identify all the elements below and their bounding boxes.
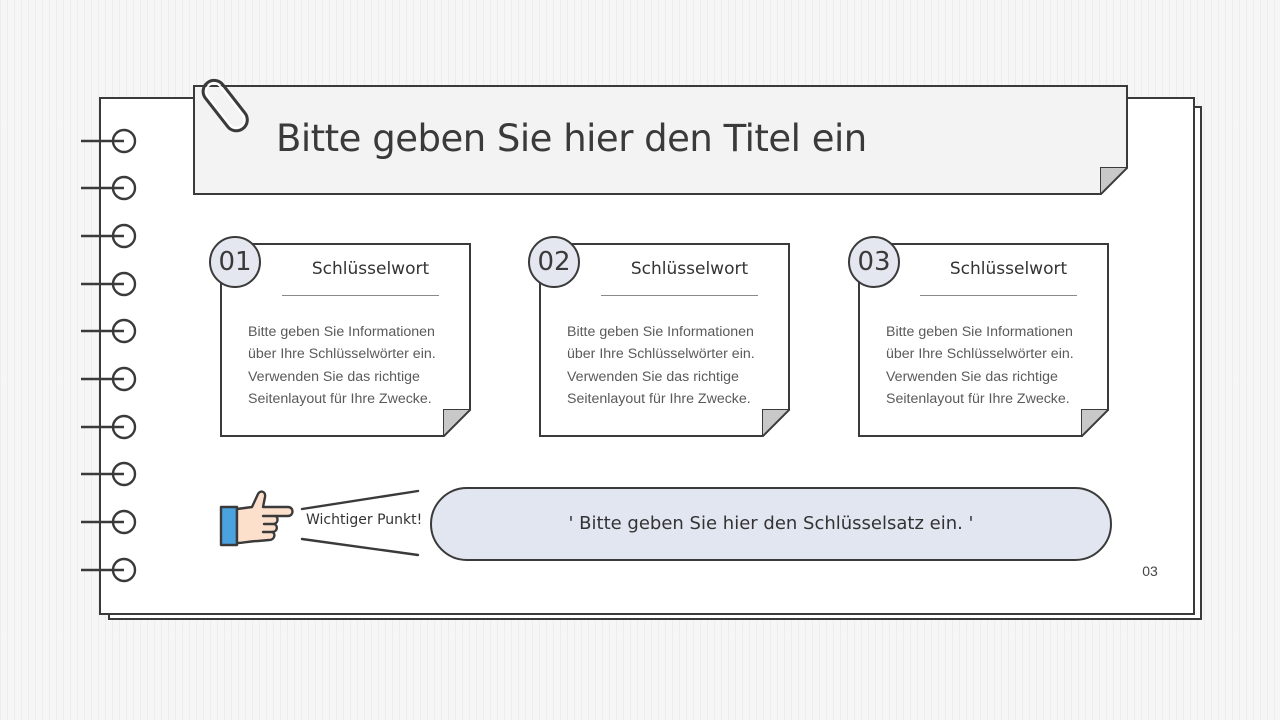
keyword-card-1: Schlüsselwort Bitte geben Sie Informatio… <box>220 243 471 437</box>
binder-ring <box>81 223 137 249</box>
binder-ring <box>81 318 137 344</box>
card-description[interactable]: Bitte geben Sie Informationen über Ihre … <box>248 321 466 411</box>
card-text-line: Verwenden Sie das richtige <box>886 368 1058 385</box>
key-sentence-box[interactable]: ' Bitte geben Sie hier den Schlüsselsatz… <box>430 487 1112 561</box>
emphasis-lines <box>300 489 420 557</box>
card-number-badge: 02 <box>528 236 580 288</box>
card-divider <box>601 295 758 296</box>
binder-ring <box>81 461 137 487</box>
page-number: 03 <box>1142 563 1158 579</box>
card-number-badge: 03 <box>848 236 900 288</box>
page-fold-icon <box>443 409 471 437</box>
binder-ring <box>81 128 137 154</box>
card-text-line: Seitenlayout für Ihre Zwecke. <box>248 391 432 408</box>
key-point-label[interactable]: Wichtiger Punkt! <box>306 512 423 528</box>
card-text-line: Verwenden Sie das richtige <box>567 368 739 385</box>
card-divider <box>282 295 439 296</box>
keyword-card-3: Schlüsselwort Bitte geben Sie Informatio… <box>858 243 1109 437</box>
binder-ring <box>81 557 137 583</box>
binder-ring <box>81 509 137 535</box>
title-banner <box>193 85 1128 195</box>
card-keyword[interactable]: Schlüsselwort <box>311 259 430 279</box>
binder-ring <box>81 271 137 297</box>
card-number-badge: 01 <box>209 236 261 288</box>
card-text-line: über Ihre Schlüsselwörter ein. <box>567 346 755 363</box>
binder-ring-icon <box>81 128 137 583</box>
card-description[interactable]: Bitte geben Sie Informationen über Ihre … <box>886 321 1104 411</box>
card-text-line: Bitte geben Sie Informationen <box>248 324 435 340</box>
card-text-line: Seitenlayout für Ihre Zwecke. <box>886 391 1070 408</box>
binder-ring <box>81 366 137 392</box>
card-text-line: Bitte geben Sie Informationen <box>886 324 1073 340</box>
card-text-line: Bitte geben Sie Informationen <box>567 324 754 340</box>
page-fold-icon <box>762 409 790 437</box>
card-keyword[interactable]: Schlüsselwort <box>949 259 1068 279</box>
card-text-line: Seitenlayout für Ihre Zwecke. <box>567 391 751 408</box>
page-fold-icon <box>1081 409 1109 437</box>
pointing-hand-icon <box>219 490 294 547</box>
card-divider <box>920 295 1077 296</box>
keyword-card-2: Schlüsselwort Bitte geben Sie Informatio… <box>539 243 790 437</box>
card-description[interactable]: Bitte geben Sie Informationen über Ihre … <box>567 321 785 411</box>
card-text-line: Verwenden Sie das richtige <box>248 368 420 385</box>
page-fold-icon <box>1100 167 1128 195</box>
binder-ring <box>81 414 137 440</box>
binder-ring <box>81 175 137 201</box>
paperclip-icon <box>201 78 249 133</box>
card-text-line: über Ihre Schlüsselwörter ein. <box>248 346 436 363</box>
card-keyword[interactable]: Schlüsselwort <box>630 259 749 279</box>
page-title[interactable]: Bitte geben Sie hier den Titel ein <box>276 117 867 160</box>
card-text-line: über Ihre Schlüsselwörter ein. <box>886 346 1074 363</box>
